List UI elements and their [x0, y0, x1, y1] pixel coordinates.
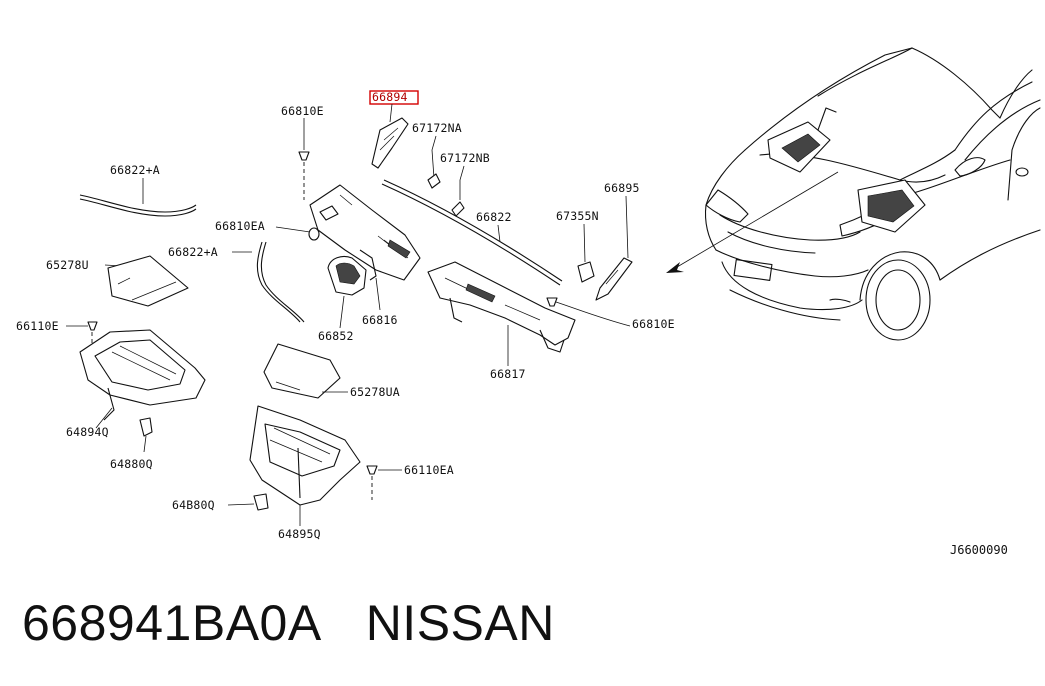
part-67172na: 67172NA: [412, 121, 462, 189]
label-66817[interactable]: 66817: [490, 367, 526, 381]
label-66816[interactable]: 66816: [362, 313, 398, 327]
label-65278u[interactable]: 65278U: [46, 258, 89, 272]
part-66822a-top: 66822+A: [79, 163, 197, 217]
part-65278u: 65278U: [46, 255, 189, 307]
part-66822: 66822: [381, 179, 563, 286]
part-64880q-a: 64880Q: [110, 417, 153, 471]
label-64894q[interactable]: 64894Q: [66, 425, 109, 439]
label-66810e-top[interactable]: 66810E: [281, 104, 324, 118]
part-66110ea: 66110EA: [366, 463, 454, 500]
part-64895q: 64895Q: [249, 405, 361, 541]
part-66895: 66895: [595, 181, 640, 301]
label-66822[interactable]: 66822: [476, 210, 512, 224]
label-67172na[interactable]: 67172NA: [412, 121, 462, 135]
diagram-reference-code: J6600090: [950, 543, 1008, 557]
part-66810ea: 66810EA: [215, 219, 320, 241]
part-66810e-right: 66810E: [546, 297, 675, 331]
caption-brand: NISSAN: [365, 595, 555, 651]
part-66852: 66852: [318, 255, 367, 343]
part-67355n: 67355N: [556, 209, 599, 283]
part-66816: 66816: [309, 184, 421, 327]
part-caption: 668941BA0A NISSAN: [22, 598, 555, 648]
label-66822a-top[interactable]: 66822+A: [110, 163, 160, 177]
label-65278ua[interactable]: 65278UA: [350, 385, 400, 399]
part-66894[interactable]: 66894: [369, 90, 419, 169]
label-66852[interactable]: 66852: [318, 329, 354, 343]
part-64880q-b: 64B80Q: [172, 493, 269, 512]
highlight-box: [369, 90, 419, 105]
part-66817: 66817: [427, 261, 576, 381]
part-67172nb: 67172NB: [440, 151, 490, 217]
label-66894[interactable]: 66894: [372, 90, 408, 104]
label-64880q-a[interactable]: 64880Q: [110, 457, 153, 471]
label-66110e[interactable]: 66110E: [16, 319, 59, 333]
vehicle-illustration: [666, 47, 1041, 341]
label-64895q[interactable]: 64895Q: [278, 527, 321, 541]
part-64894q: 64894Q: [66, 329, 206, 439]
label-66810e-right[interactable]: 66810E: [632, 317, 675, 331]
label-66110ea[interactable]: 66110EA: [404, 463, 454, 477]
label-64880q-b[interactable]: 64B80Q: [172, 498, 215, 512]
part-66110e: 66110E: [16, 319, 98, 352]
part-65278ua: 65278UA: [263, 343, 400, 399]
label-66822a-mid[interactable]: 66822+A: [168, 245, 218, 259]
part-66810e-top: 66810E: [281, 104, 324, 200]
label-66810ea[interactable]: 66810EA: [215, 219, 265, 233]
label-66895[interactable]: 66895: [604, 181, 640, 195]
caption-part-number: 668941BA0A: [22, 595, 322, 651]
label-67355n[interactable]: 67355N: [556, 209, 599, 223]
part-66822a-mid: 66822+A: [168, 241, 305, 323]
label-67172nb[interactable]: 67172NB: [440, 151, 490, 165]
